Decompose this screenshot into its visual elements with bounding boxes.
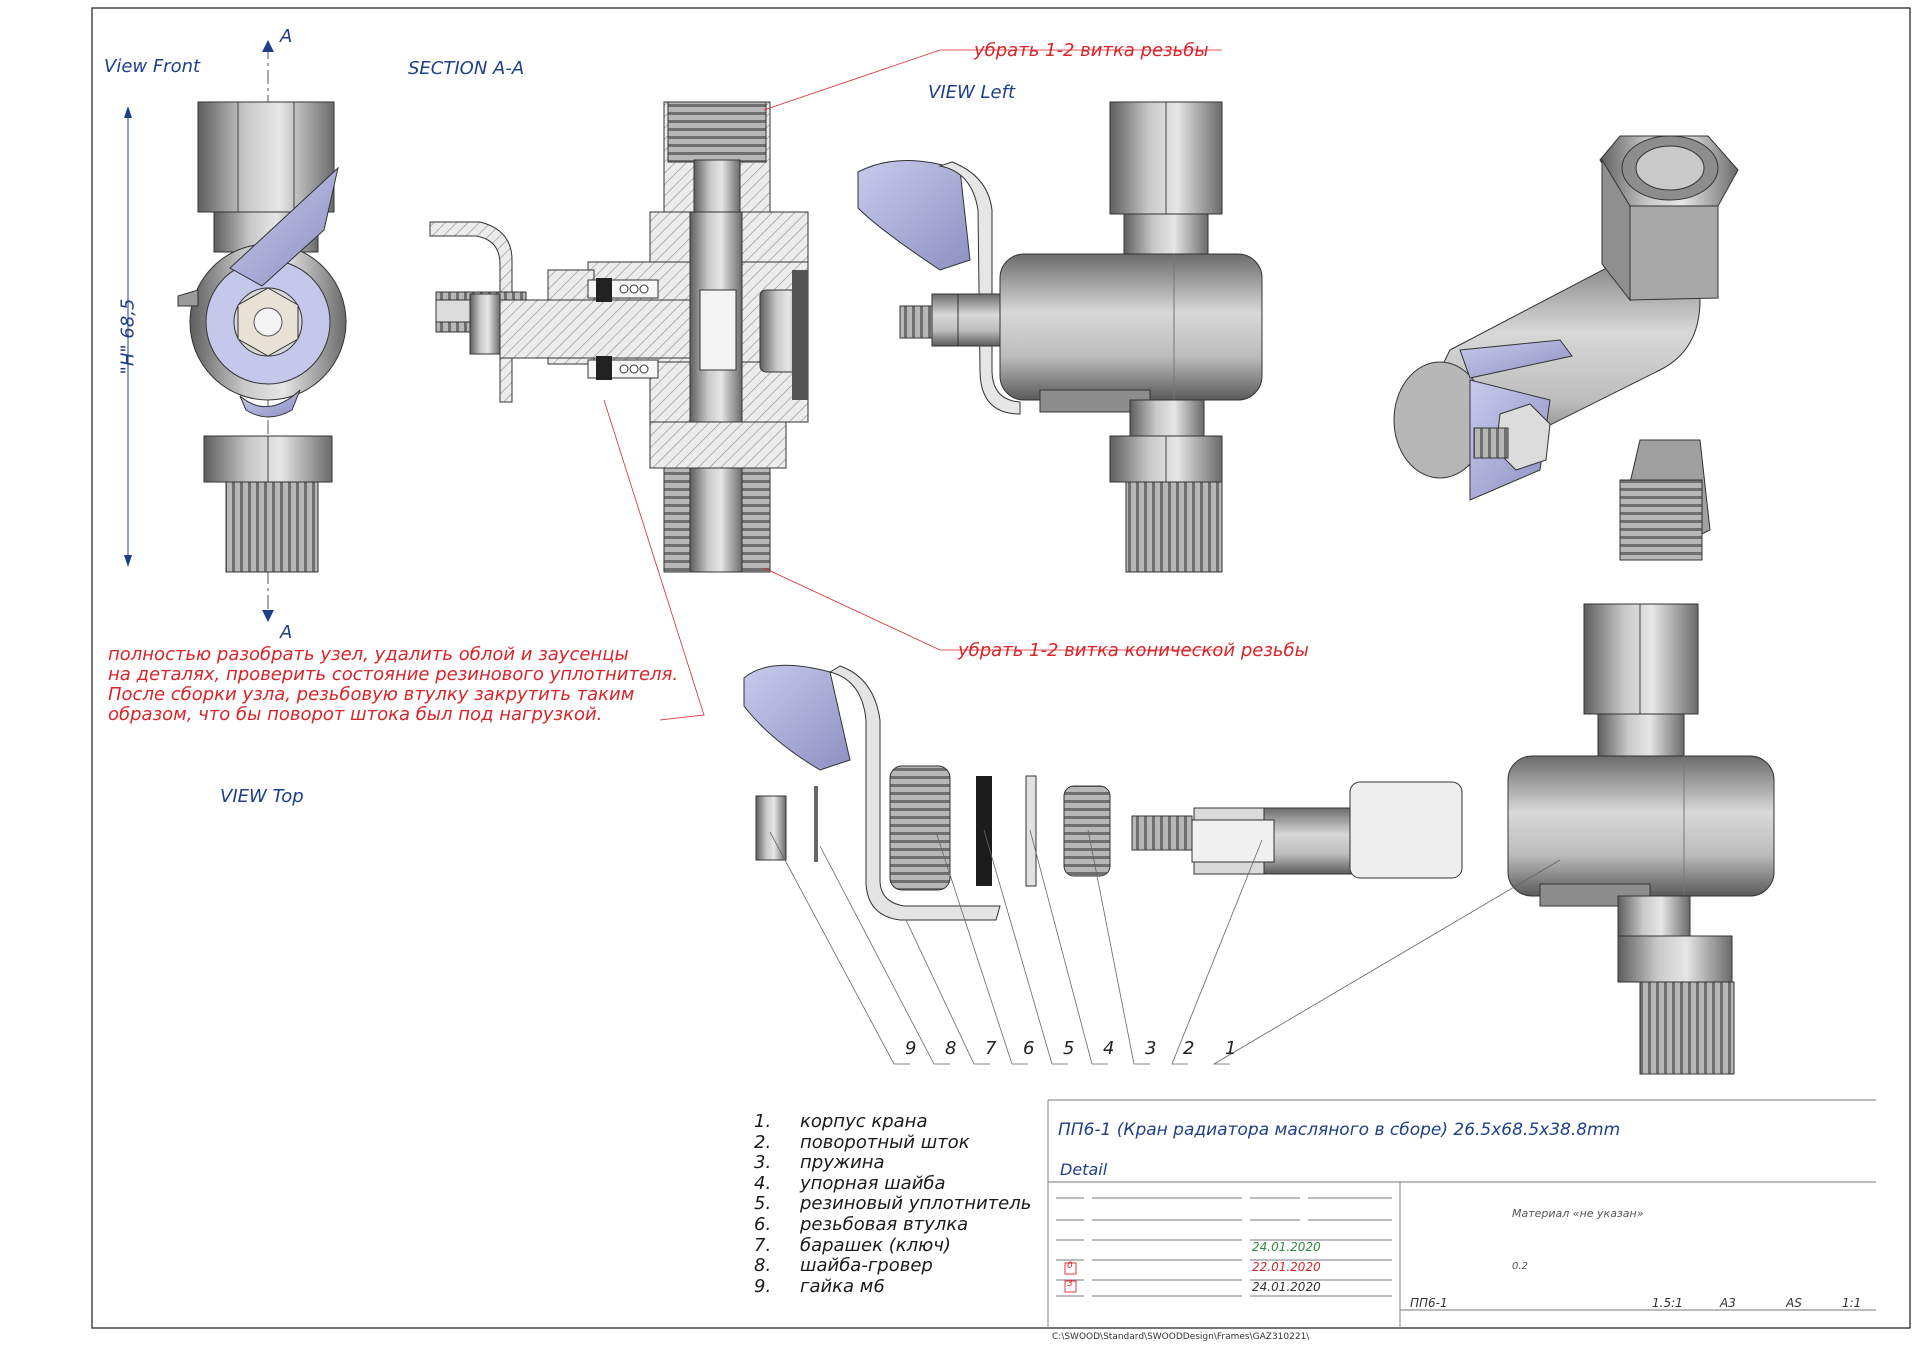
code-small: 0.2 bbox=[1512, 1261, 1528, 1272]
view-top-label: VIEW Top bbox=[220, 786, 304, 807]
balloon-5: 5 bbox=[1063, 1038, 1075, 1059]
parts-list-item: 8. шайба-гровер bbox=[754, 1256, 1031, 1277]
part-name: резьбовая втулка bbox=[800, 1213, 969, 1235]
drawing-title: ПП6-1 (Кран радиатора масляного в сборе)… bbox=[1058, 1120, 1621, 1140]
parts-list-item: 3. пружина bbox=[754, 1153, 1031, 1174]
section-mark-arrows bbox=[262, 40, 274, 622]
parts-list-item: 1. корпус крана bbox=[754, 1111, 1031, 1133]
parts-list-item: 5. резиновый уплотнитель bbox=[754, 1194, 1031, 1215]
assembly-note: полностью разобрать узел, удалить облой … bbox=[108, 645, 748, 725]
balloon-6: 6 bbox=[1023, 1038, 1035, 1059]
annotation-thread-conic: убрать 1-2 витка конической резьбы bbox=[958, 640, 1309, 661]
balloon-leaders bbox=[769, 829, 1561, 1065]
part-number: 9. bbox=[754, 1275, 772, 1297]
file-path: C:\SWOOD\Standard\SWOODDesign\Frames\GAZ… bbox=[1052, 1332, 1310, 1342]
part-code: ПП6-1 bbox=[1410, 1296, 1448, 1310]
part-name: поворотный шток bbox=[800, 1131, 970, 1153]
balloon-9: 9 bbox=[905, 1038, 917, 1059]
part-name: пружина bbox=[800, 1152, 885, 1174]
date-3: 24.01.2020 bbox=[1252, 1280, 1321, 1294]
date-1: 24.01.2020 bbox=[1252, 1240, 1321, 1254]
assembly-note-line: полностью разобрать узел, удалить облой … bbox=[108, 644, 629, 665]
exploded-drawing bbox=[743, 603, 1775, 1075]
assembly-note-line: на деталях, проверить состояние резиново… bbox=[108, 664, 679, 685]
date-2: 22.01.2020 bbox=[1252, 1260, 1321, 1274]
balloon-1: 1 bbox=[1225, 1038, 1237, 1059]
format-label: A3 bbox=[1720, 1296, 1736, 1310]
sheet-border bbox=[91, 7, 1911, 1329]
section-aa-label: SECTION A-A bbox=[408, 58, 525, 79]
parts-list: 1. корпус крана 2. поворотный шток 3. пружи… bbox=[754, 1111, 1031, 1298]
section-mark-top: A bbox=[280, 26, 293, 47]
part-name: шайба-гровер bbox=[800, 1255, 933, 1277]
part-number: 6. bbox=[754, 1213, 772, 1235]
part-number: 3. bbox=[754, 1152, 772, 1174]
balloon-3: 3 bbox=[1145, 1038, 1157, 1059]
part-number: 4. bbox=[754, 1172, 772, 1194]
material-label: Материал «не указан» bbox=[1512, 1207, 1644, 1220]
view-left-drawing bbox=[857, 101, 1263, 573]
section-mark-bottom: A bbox=[280, 622, 293, 643]
parts-list-item: 7. барашек (ключ) bbox=[754, 1234, 1031, 1257]
view-left-label: VIEW Left bbox=[928, 82, 1016, 103]
balloon-7: 7 bbox=[985, 1038, 997, 1059]
part-name: барашек (ключ) bbox=[800, 1234, 951, 1256]
part-name: гайка м6 bbox=[800, 1275, 885, 1297]
detail-label: Detail bbox=[1060, 1160, 1108, 1179]
isometric-drawing bbox=[1393, 135, 1739, 561]
parts-list-item: 2. поворотный шток bbox=[754, 1131, 1031, 1154]
assembly-note-line: образом, что бы поворот штока был под на… bbox=[108, 704, 603, 725]
part-name: упорная шайба bbox=[800, 1172, 946, 1194]
sheet-type-label: AS bbox=[1786, 1296, 1802, 1310]
part-name: корпус крана bbox=[800, 1111, 928, 1132]
parts-list-item: 4. упорная шайба bbox=[754, 1172, 1031, 1195]
part-number: 1. bbox=[754, 1111, 772, 1132]
view-front-label: View Front bbox=[104, 56, 201, 77]
balloon-4: 4 bbox=[1103, 1038, 1115, 1059]
part-number: 8. bbox=[754, 1255, 772, 1277]
annotation-leaders bbox=[603, 49, 1222, 721]
assembly-note-line: После сборки узла, резьбовую втулку закр… bbox=[108, 684, 635, 705]
title-block-lines bbox=[1047, 1099, 1876, 1328]
revision-1: 0 bbox=[1067, 1261, 1073, 1271]
revision-2: 3 bbox=[1067, 1279, 1073, 1289]
part-number: 2. bbox=[754, 1131, 772, 1153]
parts-list-item: 9. гайка м6 bbox=[754, 1275, 1031, 1298]
scale-label: 1.5:1 bbox=[1652, 1296, 1683, 1310]
balloon-2: 2 bbox=[1183, 1038, 1195, 1059]
part-name: резиновый уплотнитель bbox=[800, 1193, 1032, 1215]
annotation-thread-top: убрать 1-2 витка резьбы bbox=[974, 40, 1209, 61]
parts-list-item: 6. резьбовая втулка bbox=[754, 1213, 1031, 1236]
ratio-label: 1:1 bbox=[1842, 1296, 1862, 1310]
section-aa-drawing bbox=[429, 101, 809, 573]
balloon-8: 8 bbox=[945, 1038, 957, 1059]
part-number: 7. bbox=[754, 1234, 772, 1256]
view-front-drawing bbox=[124, 45, 347, 620]
height-dimension: "H" 68,5 bbox=[117, 298, 139, 375]
part-number: 5. bbox=[754, 1193, 772, 1215]
